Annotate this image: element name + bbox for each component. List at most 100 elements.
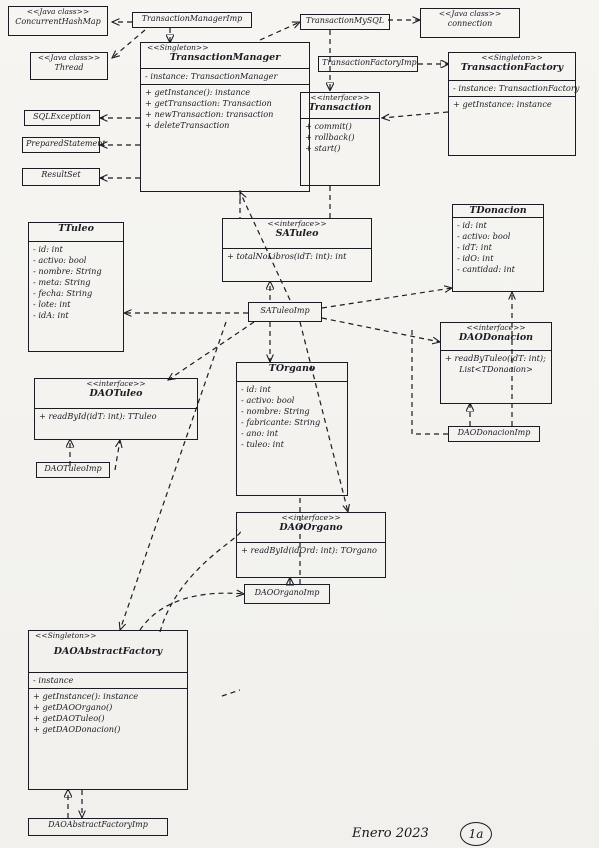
torgano-name: TOrgano	[268, 363, 316, 374]
tm-attribute: - instance: TransactionManager	[145, 71, 278, 81]
torgano-attribute: - fabricante: String	[241, 417, 321, 427]
dao-organo-method: + readById(idOrd: int): TOrgano	[241, 545, 377, 555]
ttuleo-attribute: - id: int	[33, 244, 63, 254]
class-transaction-factory: <<Singleton>> TransactionFactory - insta…	[448, 52, 580, 156]
tf-method: + getInstance: instance	[453, 99, 552, 109]
transaction-mysql-box: TransactionMySQL	[300, 14, 390, 30]
dao-abstract-factory-imp-box: DAOAbstractFactoryImp	[28, 818, 168, 836]
dao-organo-stereotype: <<interface>>	[281, 513, 341, 522]
daf-method: + getDAOTuleo()	[33, 713, 105, 723]
class-transaction-manager: <<Singleton>> TransactionManager - insta…	[140, 42, 310, 192]
sa-tuleo-method: + totalNoLibros(idT: int): int	[227, 251, 347, 261]
transaction-factory-imp-box: TransactionFactoryImp	[318, 56, 418, 72]
sql-exception-name: SQLException	[33, 112, 91, 121]
dao-donacion-stereotype: <<interface>>	[466, 323, 526, 332]
result-set-name: ResultSet	[41, 170, 81, 179]
prepared-statement-box: PreparedStatement	[22, 137, 106, 153]
ttuleo-attribute: - meta: String	[33, 277, 91, 287]
dao-donacion-method: List<TDonacion>	[459, 364, 533, 374]
hashmap-stereotype: <<Java class>>	[26, 7, 90, 16]
dao-tuleo-imp-box: DAOTuleoImp	[36, 462, 110, 478]
tm-name: TransactionManager	[169, 52, 281, 63]
torgano-attribute: - activo: bool	[241, 395, 295, 405]
daf-attribute: - instance	[33, 675, 74, 685]
link-fact-daoorgimp	[139, 593, 244, 631]
ttuleo-attribute: - activo: bool	[33, 255, 87, 265]
footer-date: Enero 2023	[352, 826, 429, 841]
link-tf-transaction	[382, 111, 449, 118]
link-misc-dashes	[221, 689, 241, 697]
torgano-attribute: - nombre: String	[241, 406, 310, 416]
link-daotuleoimp-up	[114, 440, 120, 471]
tm-method: + getTransaction: Transaction	[145, 98, 272, 108]
result-set-box: ResultSet	[22, 168, 100, 186]
class-dao-tuleo: <<interface>> DAOTuleo + readById(idT: i…	[34, 378, 198, 440]
dao-donacion-name: DAODonacion	[458, 332, 534, 343]
dao-donacion-imp-box: DAODonacionImp	[448, 426, 540, 442]
ttuleo-attribute: - lote: int	[33, 299, 71, 309]
dao-tuleo-stereotype: <<interface>>	[86, 379, 146, 388]
tf-stereotype: <<Singleton>>	[481, 53, 543, 62]
tdonacion-attribute: - idT: int	[457, 242, 492, 252]
link-saimp-daoorg	[299, 321, 348, 512]
link-tm-transaction	[259, 22, 300, 41]
dao-organo-imp-box: DAOOrganoImp	[244, 584, 330, 604]
sa-tuleo-name: SATuleo	[275, 228, 319, 239]
thread-note: <<Java class>> Thread	[30, 52, 108, 80]
prepared-statement-name: PreparedStatement	[26, 139, 106, 148]
transaction-factory-imp-name: TransactionFactoryImp	[322, 58, 417, 67]
class-tdonacion: TDonacion - id: int - activo: bool - idT…	[452, 204, 544, 292]
dao-tuleo-imp-name: DAOTuleoImp	[44, 464, 102, 473]
thread-stereotype: <<Java class>>	[37, 53, 101, 62]
transaction-method: + start()	[305, 143, 341, 153]
hashmap-name: ConcurrentHashMap	[15, 17, 101, 26]
tdonacion-attribute: - cantidad: int	[457, 264, 515, 274]
torgano-attribute: - id: int	[241, 384, 271, 394]
ttuleo-name: TTuleo	[58, 223, 94, 234]
dao-donacion-method: + readByTuleo(idT: int);	[445, 353, 546, 363]
class-dao-donacion: <<interface>> DAODonacion + readByTuleo(…	[440, 322, 552, 404]
transaction-manager-imp-name: TransactionManagerImp	[141, 14, 243, 23]
dao-donacion-imp-name: DAODonacionImp	[457, 428, 531, 437]
transaction-name: Transaction	[308, 102, 372, 113]
connection-name: connection	[447, 19, 493, 28]
class-torgano: TOrgano - id: int - activo: bool - nombr…	[236, 362, 348, 496]
daf-stereotype: <<Singleton>>	[35, 631, 97, 640]
daf-method: + getInstance(): instance	[33, 691, 139, 701]
tdonacion-attribute: - id: int	[457, 220, 487, 230]
tdonacion-name: TDonacion	[469, 205, 527, 216]
transaction-manager-imp-box: TransactionManagerImp	[132, 12, 252, 28]
torgano-attribute: - ano: int	[241, 428, 278, 438]
link-saimp-tm	[240, 192, 291, 301]
tm-method: + newTransaction: transaction	[145, 109, 274, 119]
link-saimp-dfact	[120, 321, 227, 630]
sa-tuleo-imp-box: SATuleoImp	[248, 302, 322, 322]
hashmap-note: <<Java class>> ConcurrentHashMap	[8, 6, 108, 36]
torgano-attribute: - tuleo: int	[241, 439, 284, 449]
transaction-method: + commit()	[305, 121, 352, 131]
link-saimp-tdonacion	[321, 288, 452, 309]
sa-tuleo-stereotype: <<interface>>	[267, 219, 327, 228]
dao-organo-imp-name: DAOOrganoImp	[254, 588, 320, 597]
class-transaction: <<interface>> Transaction + commit() + r…	[300, 92, 380, 186]
tf-attribute: - instance: TransactionFactory	[453, 83, 580, 93]
dao-abstract-factory-imp-name: DAOAbstractFactoryImp	[48, 820, 148, 829]
tdonacion-attribute: - activo: bool	[457, 231, 511, 241]
link-tmimp-thread	[112, 29, 146, 58]
link-daodonimp-left	[411, 330, 448, 435]
sa-tuleo-imp-name: SATuleoImp	[260, 306, 310, 315]
class-dao-organo: <<interface>> DAOOrgano + readById(idOrd…	[236, 512, 386, 578]
page-number-badge: 1a	[460, 822, 492, 846]
daf-method: + getDAODonacion()	[33, 724, 121, 734]
connection-stereotype: <<Java class>>	[438, 9, 502, 18]
tdonacion-attribute: - idO: int	[457, 253, 494, 263]
thread-name: Thread	[54, 63, 84, 72]
class-sa-tuleo: <<interface>> SATuleo + totalNoLibros(id…	[222, 218, 372, 282]
daf-name: DAOAbstractFactory	[53, 646, 163, 657]
link-fact-daoorgano	[159, 529, 241, 633]
ttuleo-attribute: - nombre: String	[33, 266, 102, 276]
tf-name: TransactionFactory	[460, 62, 564, 73]
link-saimp-daodon	[321, 317, 440, 342]
sql-exception-box: SQLException	[24, 110, 100, 126]
class-dao-abstract-factory: <<Singleton>> DAOAbstractFactory - insta…	[28, 630, 188, 790]
